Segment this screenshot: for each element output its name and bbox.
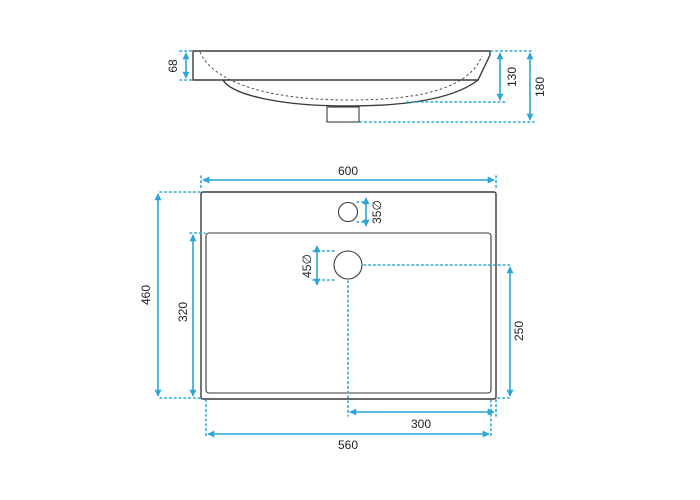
top-view: 600 35∅ 45∅ 460 320 250 300 560: [139, 164, 526, 452]
dim-label-drain-from-front: 250: [512, 321, 526, 341]
side-view-rim: [192, 50, 491, 81]
dim-label-total-height: 180: [533, 77, 547, 97]
dim-label-depth: 460: [139, 285, 153, 305]
side-view-drain-pipe: [326, 106, 360, 123]
side-view-bowl: [222, 79, 479, 107]
dim-label-width: 600: [338, 164, 358, 178]
side-view-basin-hidden-line: [199, 51, 483, 101]
side-view: 68 130 180: [166, 50, 547, 123]
drain-hole: [333, 250, 363, 280]
dim-label-bowl-width: 560: [338, 438, 358, 452]
top-view-outer-outline: [200, 191, 497, 400]
tap-hole: [337, 201, 359, 223]
dim-label-tap-hole: 35∅: [370, 200, 384, 224]
dim-label-bowl-depth-side: 130: [505, 67, 519, 87]
dim-label-rim-thickness: 68: [166, 59, 180, 73]
dim-label-drain-from-side: 300: [411, 417, 431, 431]
dim-label-bowl-depth: 320: [176, 302, 190, 322]
dim-label-drain-hole: 45∅: [300, 254, 314, 278]
